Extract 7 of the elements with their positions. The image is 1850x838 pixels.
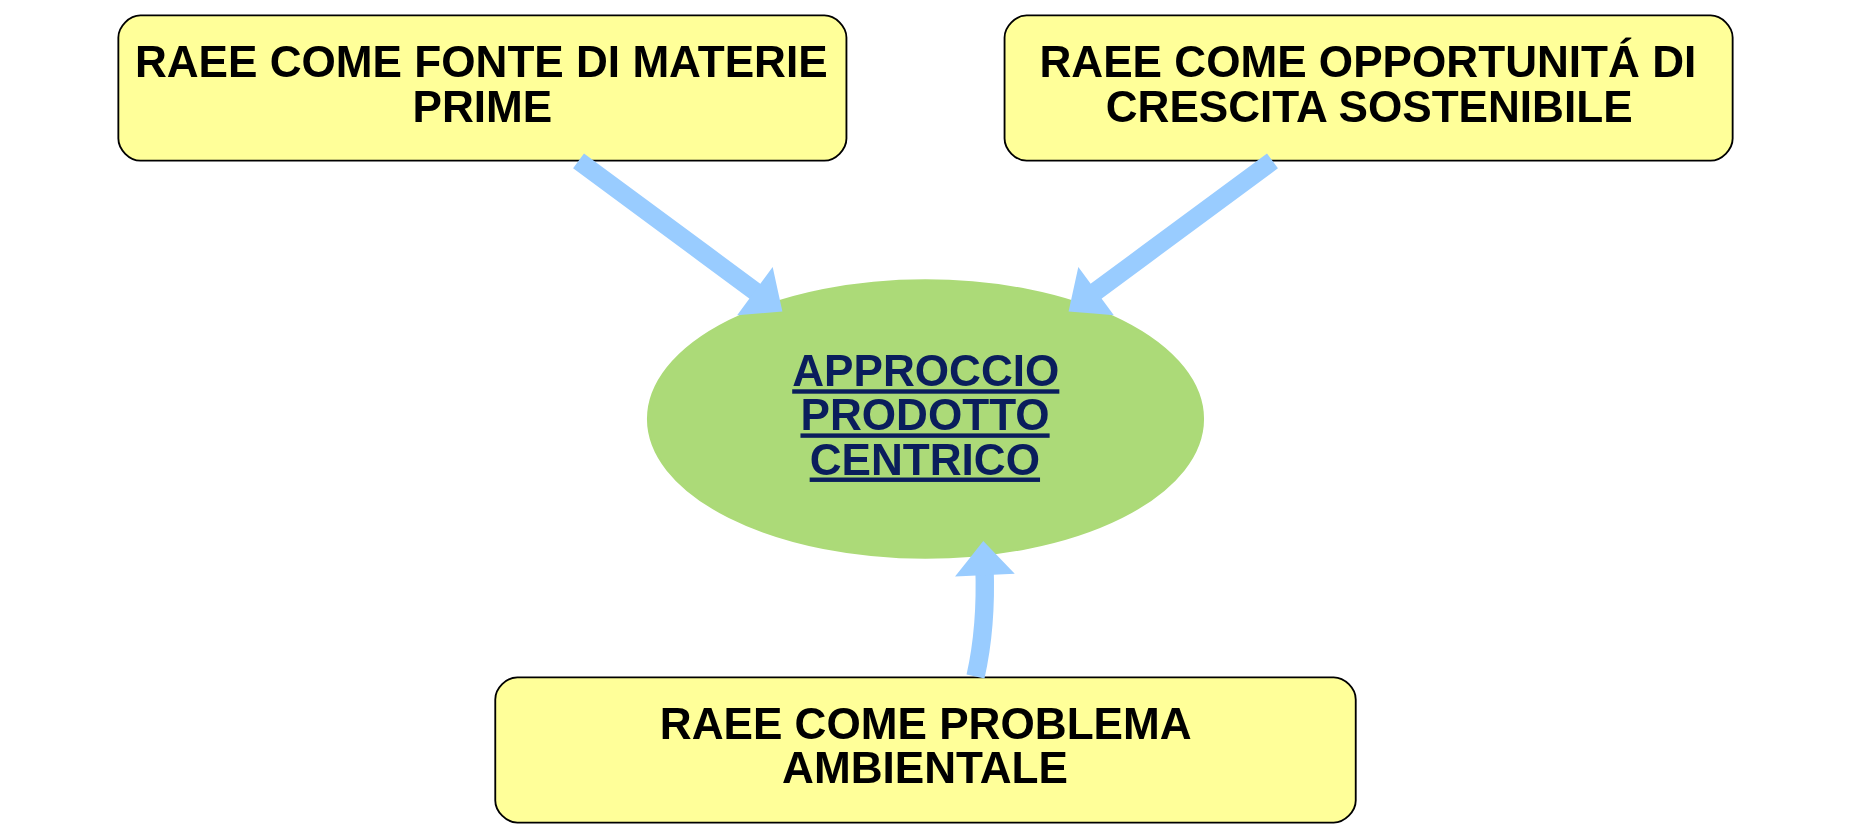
arrow [1068, 153, 1278, 316]
node-box: RAEE COME OPPORTUNITÁ DI CRESCITA SOSTENIBILE [1003, 14, 1734, 162]
arrow [954, 540, 1015, 679]
node-box: RAEE COME FONTE DI MATERIE PRIME [116, 14, 847, 162]
node-box: RAEE COME PROBLEMA AMBIENTALE [493, 676, 1357, 824]
arrow [572, 153, 782, 316]
node-ellipse: APPROCCIO PRODOTTO CENTRICO [646, 279, 1204, 559]
